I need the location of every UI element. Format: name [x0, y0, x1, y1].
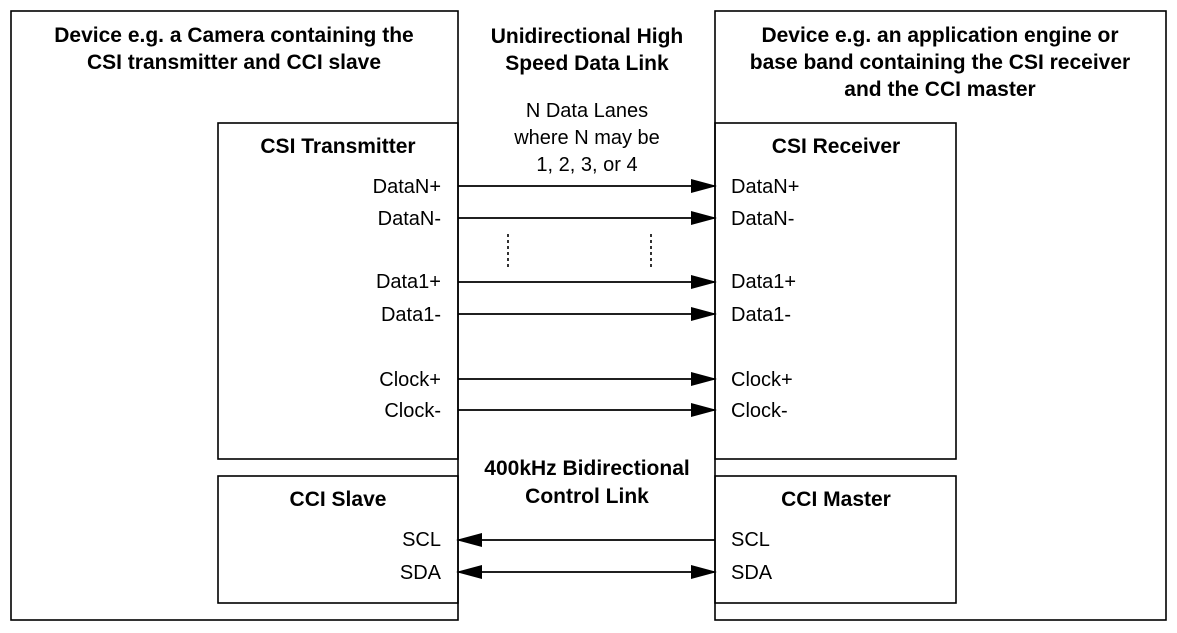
tx-pin-clock-minus: Clock-: [384, 400, 441, 422]
tx-pin-data1-plus: Data1+: [376, 271, 441, 293]
slave-pin-scl: SCL: [402, 529, 441, 551]
right-device-title-line1: Device e.g. an application engine or: [761, 24, 1118, 47]
csi-receiver-title: CSI Receiver: [772, 135, 900, 158]
csi-receiver-box: [714, 122, 957, 460]
master-pin-sda: SDA: [731, 562, 773, 584]
cci-slave-title: CCI Slave: [290, 488, 387, 511]
high-speed-link-title-line2: Speed Data Link: [505, 52, 669, 75]
rx-pin-datan-plus: DataN+: [731, 176, 799, 198]
rx-pin-clock-plus: Clock+: [731, 369, 793, 391]
high-speed-link-title-line1: Unidirectional High: [491, 25, 684, 48]
rx-pin-data1-plus: Data1+: [731, 271, 796, 293]
right-device-title-line2: base band containing the CSI receiver: [750, 51, 1130, 74]
csi-transmitter-title: CSI Transmitter: [260, 135, 415, 158]
csi-transmitter-box: [217, 122, 459, 460]
tx-pin-data1-minus: Data1-: [381, 304, 441, 326]
left-device-title-line1: Device e.g. a Camera containing the: [54, 24, 413, 47]
slave-pin-sda: SDA: [400, 562, 442, 584]
tx-pin-datan-minus: DataN-: [378, 208, 441, 230]
left-device-title-line2: CSI transmitter and CCI slave: [87, 51, 381, 74]
master-pin-scl: SCL: [731, 529, 770, 551]
tx-pin-datan-plus: DataN+: [373, 176, 441, 198]
data-lanes-note-line1: N Data Lanes: [526, 100, 648, 122]
data-lanes-note-line2: where N may be: [513, 127, 660, 149]
data-lanes-note-line3: 1, 2, 3, or 4: [536, 154, 637, 176]
control-link-title-line1: 400kHz Bidirectional: [484, 457, 689, 480]
tx-pin-clock-plus: Clock+: [379, 369, 441, 391]
rx-pin-clock-minus: Clock-: [731, 400, 788, 422]
rx-pin-datan-minus: DataN-: [731, 208, 794, 230]
control-link-title-line2: Control Link: [525, 485, 649, 508]
rx-pin-data1-minus: Data1-: [731, 304, 791, 326]
cci-master-title: CCI Master: [781, 488, 891, 511]
right-device-title-line3: and the CCI master: [844, 78, 1035, 101]
